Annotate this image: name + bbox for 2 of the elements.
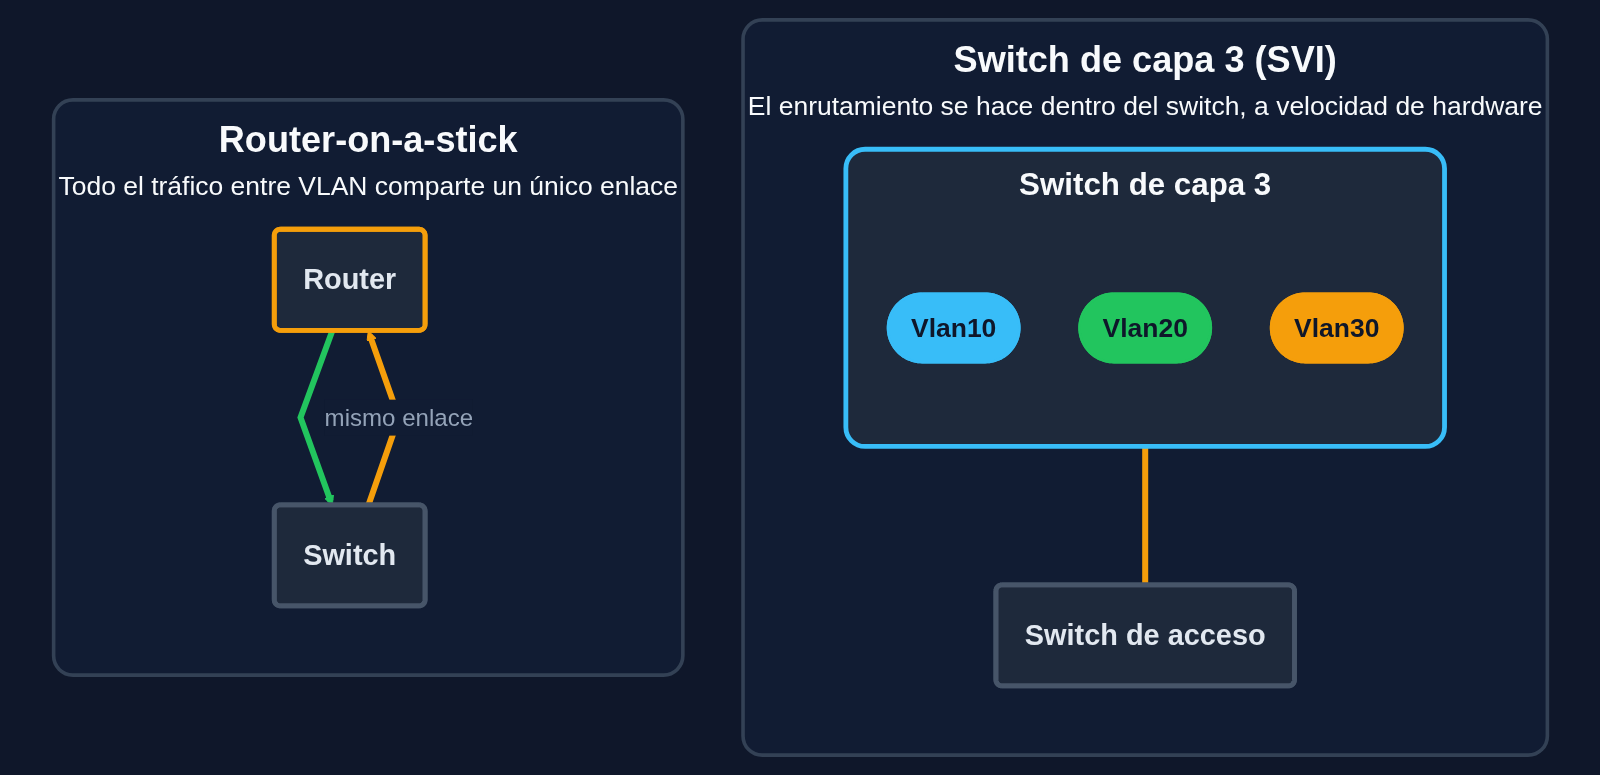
connector: [1141, 446, 1148, 585]
edge-label: mismo enlace: [324, 404, 473, 431]
